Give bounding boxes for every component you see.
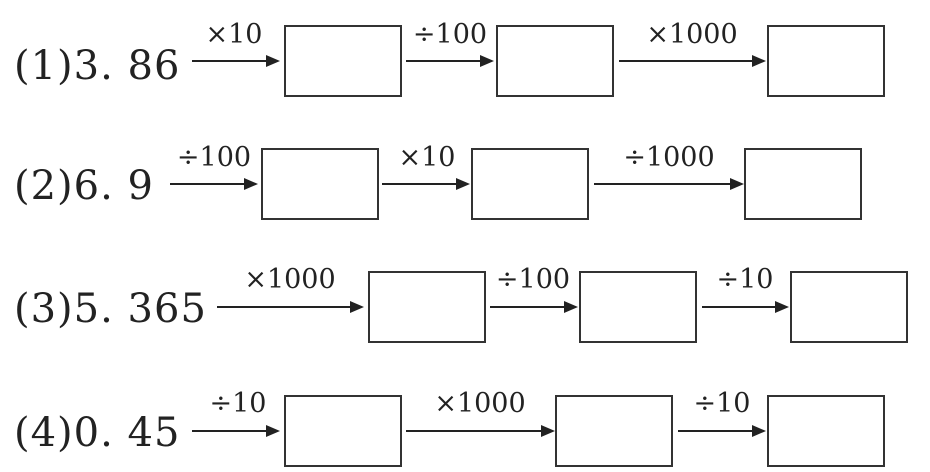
problem-3-arrowhead-3 [775, 301, 789, 313]
problem-1-arrowhead-1 [266, 55, 280, 67]
problem-1-start-value: (1)3. 86 [14, 43, 180, 89]
problem-3: (3)5. 365 ×1000 ÷100 ÷10 [14, 264, 908, 343]
problem-1-arrowhead-3 [752, 55, 766, 67]
problem-1-answer-box-3[interactable] [767, 25, 885, 97]
problem-3-arrowhead-1 [350, 301, 364, 313]
problem-2-arrowhead-3 [730, 178, 744, 190]
problem-2-operation-2: ×10 [399, 142, 456, 173]
problem-1-operation-3: ×1000 [646, 19, 737, 50]
problem-4-answer-box-2[interactable] [555, 395, 673, 467]
problem-4-arrowhead-2 [541, 425, 555, 437]
problem-4-arrowhead-3 [752, 425, 766, 437]
problem-3-answer-box-1[interactable] [368, 271, 486, 343]
problem-3-operation-3: ÷10 [717, 264, 774, 295]
problem-3-operation-2: ÷100 [496, 264, 570, 295]
problem-4: (4)0. 45 ÷10 ×1000 ÷10 [14, 388, 885, 467]
problem-2-operation-3: ÷1000 [623, 142, 714, 173]
problem-4-answer-box-3[interactable] [767, 395, 885, 467]
problem-2-start-value: (2)6. 9 [14, 163, 154, 209]
problem-1-answer-box-2[interactable] [496, 25, 614, 97]
problem-3-answer-box-2[interactable] [579, 271, 697, 343]
problem-2: (2)6. 9 ÷100 ×10 ÷1000 [14, 142, 862, 220]
problem-2-answer-box-3[interactable] [744, 148, 862, 220]
problem-2-answer-box-1[interactable] [261, 148, 379, 220]
problem-4-operation-2: ×1000 [434, 388, 525, 419]
problem-2-operation-1: ÷100 [177, 142, 251, 173]
problem-2-answer-box-2[interactable] [471, 148, 589, 220]
problem-4-operation-1: ÷10 [210, 388, 267, 419]
problem-1-operation-1: ×10 [206, 19, 263, 50]
problem-4-arrowhead-1 [266, 425, 280, 437]
problem-3-answer-box-3[interactable] [790, 271, 908, 343]
problem-2-arrowhead-2 [456, 178, 470, 190]
problem-3-operation-1: ×1000 [244, 264, 335, 295]
problem-1-operation-2: ÷100 [413, 19, 487, 50]
problem-1: (1)3. 86 ×10 ÷100 ×1000 [14, 19, 885, 97]
problem-3-arrowhead-2 [564, 301, 578, 313]
problem-1-answer-box-1[interactable] [284, 25, 402, 97]
problem-3-start-value: (3)5. 365 [14, 286, 207, 332]
problem-1-arrowhead-2 [480, 55, 494, 67]
problem-4-start-value: (4)0. 45 [14, 410, 180, 456]
problem-4-answer-box-1[interactable] [284, 395, 402, 467]
problem-4-operation-3: ÷10 [694, 388, 751, 419]
problem-2-arrowhead-1 [244, 178, 258, 190]
